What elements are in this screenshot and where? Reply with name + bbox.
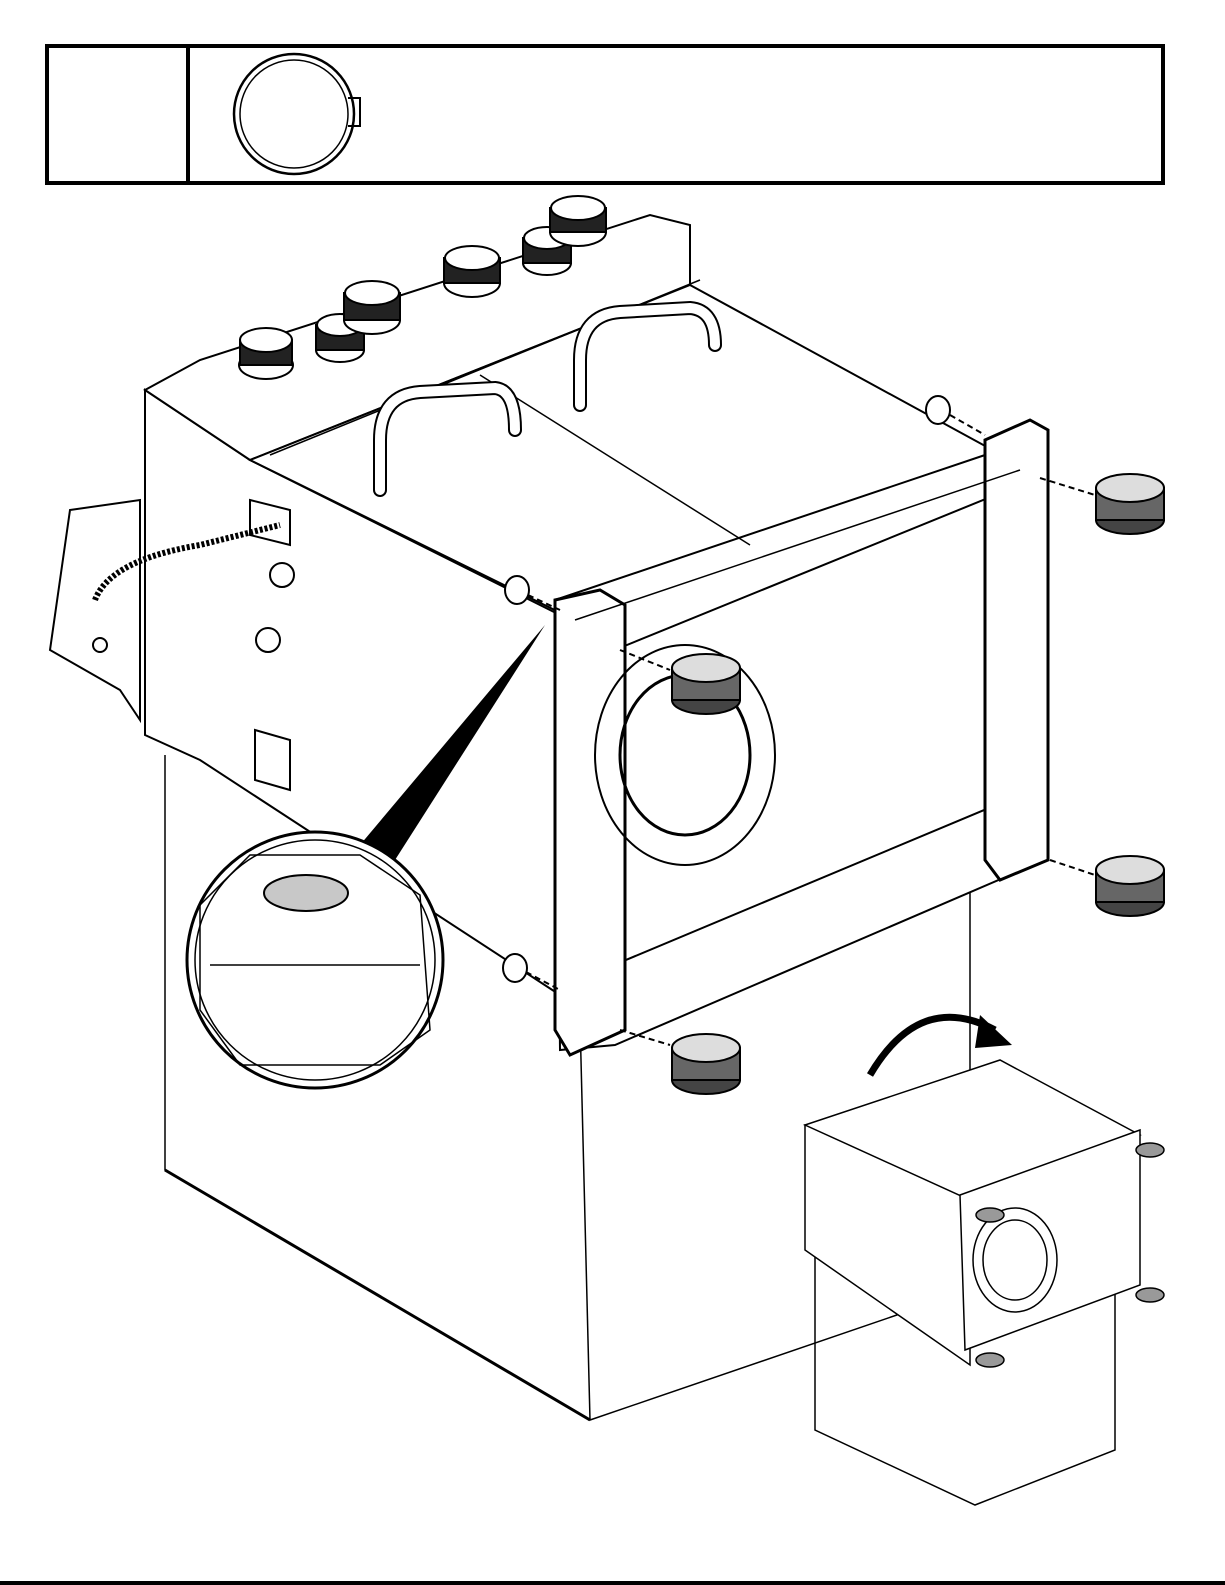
leveling-foot-1	[1040, 474, 1164, 534]
leveling-foot-3	[1050, 856, 1164, 916]
detail-cap	[264, 875, 348, 911]
knob-3	[344, 281, 400, 334]
footer-rule	[0, 1581, 1225, 1585]
leveling-foot-4	[620, 1030, 740, 1094]
knob-1	[239, 328, 293, 379]
knob-6	[550, 196, 606, 246]
knob-4	[444, 246, 500, 297]
rotate-inset	[805, 1060, 1140, 1505]
round-cap-icon	[234, 54, 360, 174]
detail-magnifier	[187, 832, 443, 1088]
